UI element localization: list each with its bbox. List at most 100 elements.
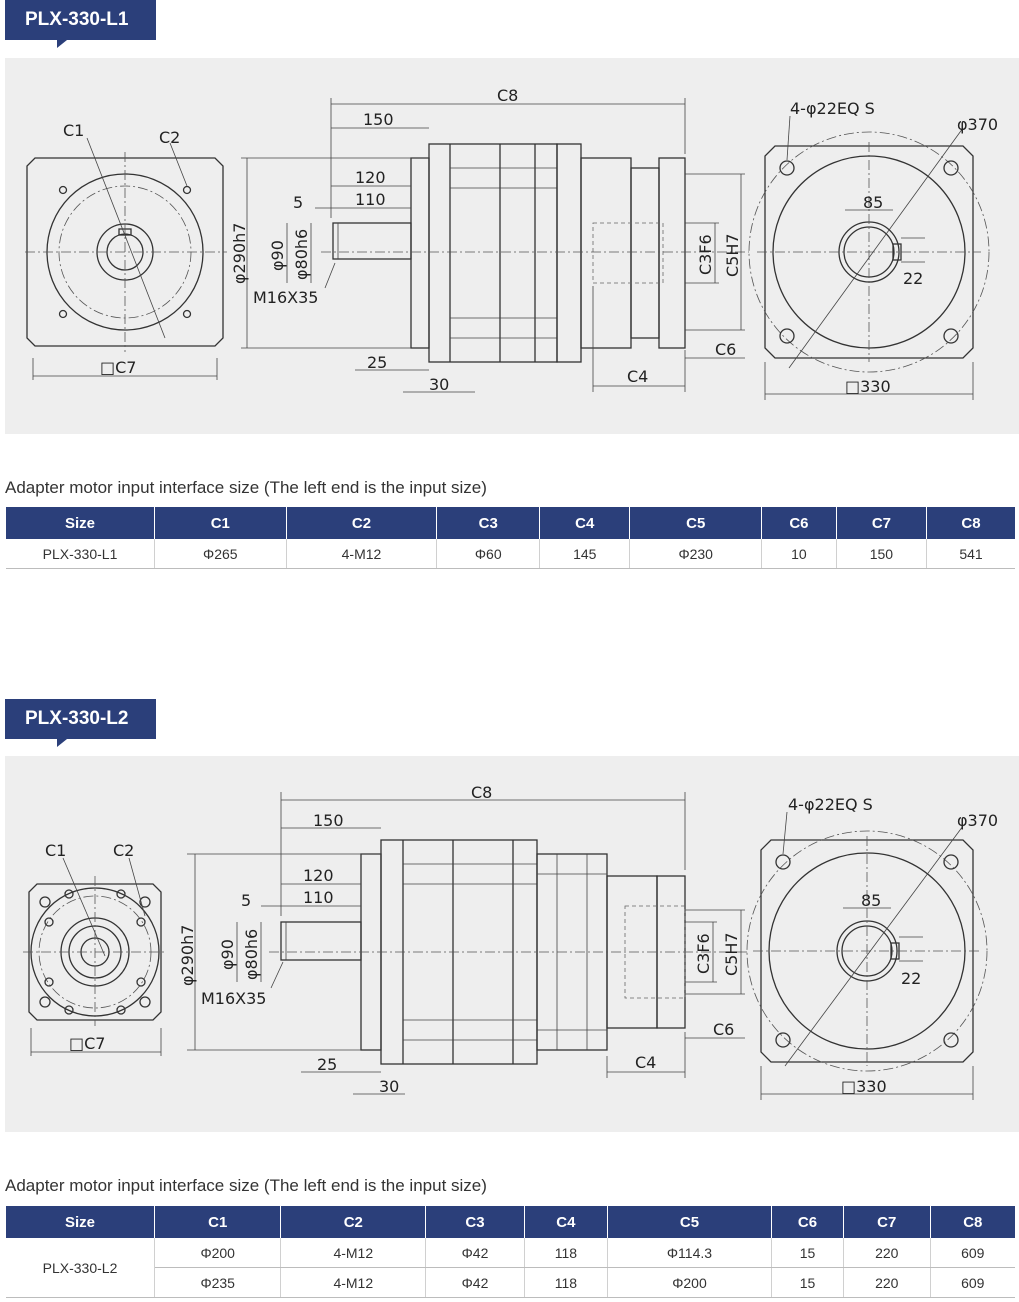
label-pcd: φ370 [957,811,998,830]
table-row: PLX-330-L1 Φ265 4-M12 Φ60 145 Φ230 10 15… [6,539,1015,569]
dim-290h7: φ290h7 [230,223,249,284]
dim-c4: C4 [635,1053,656,1072]
cell: 541 [926,539,1015,569]
side-view: C8 150 120 110 5 φ290h7 φ90 φ80h6 M16X35… [178,783,749,1096]
cell: Φ200 [154,1238,282,1268]
dim-150: 150 [313,811,344,830]
col-c8: C8 [930,1206,1015,1238]
dim-30: 30 [429,375,449,394]
dim-30: 30 [379,1077,399,1096]
col-c3: C3 [425,1206,525,1238]
drawing-panel: C1 C2 □C7 C8 1 [5,58,1019,434]
model-tag: PLX-330-L2 [5,699,156,747]
col-c4: C4 [539,507,631,539]
dim-90: φ90 [268,240,287,271]
model-tag: PLX-330-L1 [5,0,156,48]
cell: Φ200 [607,1267,773,1298]
cell: 220 [843,1267,931,1298]
table-row: Φ235 4-M12 Φ42 118 Φ200 15 220 609 [6,1267,1015,1298]
cell: 150 [836,539,928,569]
dim-c3: C3F6 [696,234,715,275]
output-end-view: 4-φ22EQ S φ370 85 22 □330 [746,795,998,1100]
col-c1: C1 [154,507,287,539]
dim-80h6: φ80h6 [292,229,311,280]
dim-150: 150 [363,110,394,129]
dim-c5: C5H7 [722,932,741,976]
side-view: C8 150 120 110 5 φ290h7 φ90 φ80h6 M16X35… [230,86,749,394]
dim-120: 120 [355,168,386,187]
label-holes: 4-φ22EQ S [788,795,873,814]
col-size: Size [6,507,155,539]
cell: Φ235 [154,1267,282,1298]
dim-80h6: φ80h6 [242,929,261,980]
col-c6: C6 [761,507,837,539]
cell: 4-M12 [286,539,438,569]
dim-120: 120 [303,866,334,885]
dim-c6: C6 [713,1020,734,1039]
col-c6: C6 [771,1206,844,1238]
col-c3: C3 [436,507,541,539]
label-c1: C1 [63,121,84,140]
cell: 145 [539,539,631,569]
cell: 10 [761,539,837,569]
col-c7: C7 [843,1206,931,1238]
cell: 15 [771,1267,844,1298]
cell: 609 [930,1267,1015,1298]
table-header-row: Size C1 C2 C3 C4 C5 C6 C7 C8 [6,507,1015,539]
spec-table: Size C1 C2 C3 C4 C5 C6 C7 C8 PLX-330-L1 … [6,507,1015,569]
cell: 4-M12 [280,1238,427,1268]
col-c1: C1 [154,1206,282,1238]
dim-90: φ90 [218,939,237,970]
dim-c8: C8 [497,86,518,105]
dim-thread: M16X35 [253,288,318,307]
cell: 118 [524,1267,608,1298]
table-caption: Adapter motor input interface size (The … [5,1176,487,1195]
col-c2: C2 [280,1206,427,1238]
cell: Φ42 [425,1267,525,1298]
dim-c8: C8 [471,783,492,802]
cell: Φ230 [629,539,763,569]
cell: 118 [524,1238,608,1268]
drawing-panel: C1 C2 □C7 [5,756,1019,1132]
table-header-row: Size C1 C2 C3 C4 C5 C6 C7 C8 [6,1206,1015,1238]
dim-c3: C3F6 [694,933,713,974]
col-c8: C8 [926,507,1015,539]
label-c1: C1 [45,841,66,860]
dim-c4: C4 [627,367,648,386]
col-c5: C5 [607,1206,773,1238]
cell: Φ60 [436,539,541,569]
output-end-view: 4-φ22EQ S φ370 85 22 □330 [748,99,998,400]
label-c7: □C7 [69,1034,105,1053]
table-row: PLX-330-L2 Φ200 4-M12 Φ42 118 Φ114.3 15 … [6,1238,1015,1298]
label-key: 85 [863,193,883,212]
technical-drawing: C1 C2 □C7 C8 1 [25,86,998,400]
dim-5: 5 [241,891,251,910]
dim-290h7: φ290h7 [178,925,197,986]
dim-thread: M16X35 [201,989,266,1008]
dim-25: 25 [317,1055,337,1074]
col-size: Size [6,1206,155,1238]
cell: Φ42 [425,1238,525,1268]
label-c2: C2 [159,128,180,147]
col-c5: C5 [629,507,763,539]
cell: 220 [843,1238,931,1268]
dim-c5: C5H7 [723,233,742,277]
label-square: □330 [841,1077,887,1096]
input-end-view: C1 C2 □C7 [23,841,167,1056]
label-square: □330 [845,377,891,396]
dim-110: 110 [303,888,334,907]
cell: 15 [771,1238,844,1268]
label-key: 85 [861,891,881,910]
dim-25: 25 [367,353,387,372]
table-caption: Adapter motor input interface size (The … [5,478,487,497]
cell: Φ114.3 [607,1238,773,1268]
technical-drawing: C1 C2 □C7 [23,783,998,1100]
input-end-view: C1 C2 □C7 [25,121,227,380]
cell: 4-M12 [280,1267,427,1298]
cell: 609 [930,1238,1015,1268]
label-keyw: 22 [903,269,923,288]
dim-5: 5 [293,193,303,212]
label-holes: 4-φ22EQ S [790,99,875,118]
cell: Φ265 [154,539,287,569]
col-c4: C4 [524,1206,608,1238]
